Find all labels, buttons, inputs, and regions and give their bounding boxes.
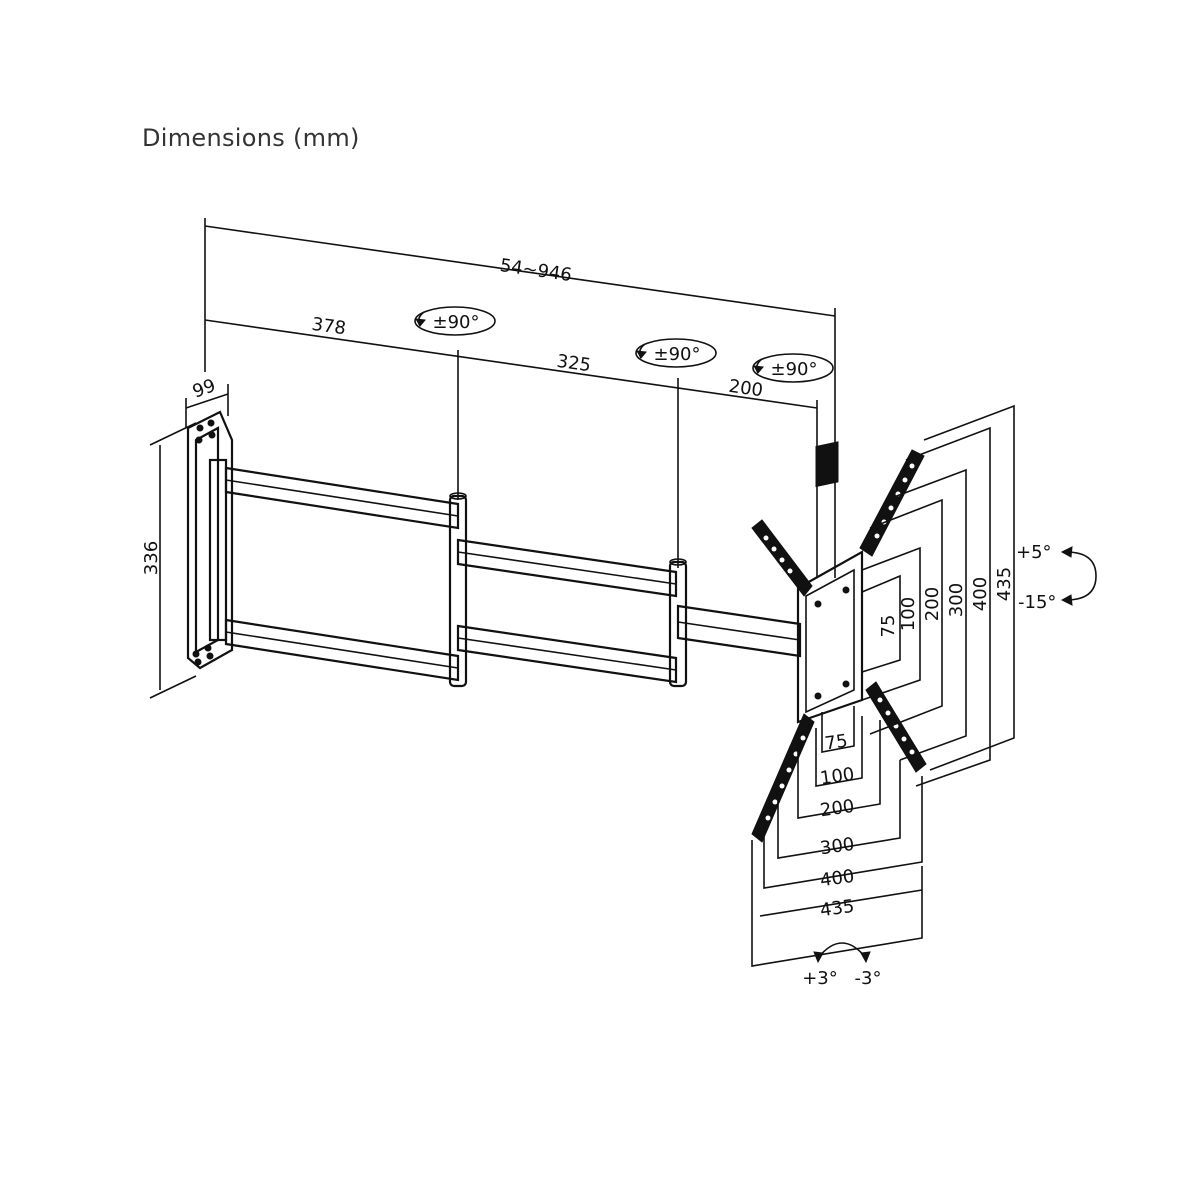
arm-segment-1 bbox=[224, 466, 460, 682]
vesa-vertical-dimensions: 75 100 200 300 400 435 bbox=[861, 404, 1015, 787]
vesa-h-75: 75 bbox=[823, 731, 849, 755]
rotation-marker-1: ±90° bbox=[414, 306, 496, 336]
tilt-indicator: +5° -15° bbox=[1016, 542, 1097, 613]
elbow-joint-1 bbox=[448, 492, 468, 688]
vesa-h-435: 435 bbox=[819, 896, 856, 922]
vesa-h-200: 200 bbox=[819, 796, 856, 822]
tilt-down-label: -15° bbox=[1018, 592, 1056, 613]
elbow-joint-2 bbox=[668, 558, 688, 688]
rotation-label-2: ±90° bbox=[654, 344, 701, 365]
vesa-h-100: 100 bbox=[819, 764, 856, 790]
vesa-v-300: 300 bbox=[946, 583, 967, 617]
wall-plate bbox=[186, 410, 234, 670]
vesa-h-300: 300 bbox=[819, 834, 856, 860]
vesa-v-435: 435 bbox=[994, 567, 1015, 601]
arm-segment-dimensions: 378 325 200 bbox=[204, 314, 818, 578]
arm-segment-2-label: 325 bbox=[555, 351, 592, 377]
vesa-v-200: 200 bbox=[922, 587, 943, 621]
arm-segment-1-label: 378 bbox=[310, 314, 347, 340]
rotation-marker-2: ±90° bbox=[635, 338, 717, 368]
wall-plate-height-label: 336 bbox=[141, 541, 162, 575]
page-title: Dimensions (mm) bbox=[142, 124, 360, 152]
vesa-horizontal-dimensions: 75 100 200 300 400 435 bbox=[751, 706, 923, 967]
total-extension-label: 54~946 bbox=[498, 255, 573, 286]
arm-segment-3 bbox=[676, 604, 802, 658]
bracket-slots-lower-right bbox=[877, 697, 915, 755]
wall-plate-dimensions: 99 336 bbox=[141, 375, 229, 699]
vesa-bracket bbox=[751, 441, 927, 843]
level-indicator: +3° -3° bbox=[802, 942, 882, 989]
vesa-v-400: 400 bbox=[970, 577, 991, 611]
level-minus-label: -3° bbox=[855, 968, 882, 989]
bracket-slots-upper-left bbox=[763, 535, 793, 574]
vesa-v-100: 100 bbox=[898, 597, 919, 631]
level-plus-label: +3° bbox=[802, 968, 838, 989]
vesa-h-400: 400 bbox=[819, 866, 856, 892]
rotation-label-3: ±90° bbox=[771, 359, 818, 380]
tilt-up-label: +5° bbox=[1016, 542, 1052, 563]
vesa-v-75: 75 bbox=[878, 615, 899, 638]
arm-segment-3-label: 200 bbox=[727, 376, 764, 402]
rotation-marker-3: ±90° bbox=[752, 353, 834, 383]
rotation-label-1: ±90° bbox=[433, 312, 480, 333]
arm-segment-2 bbox=[456, 538, 678, 684]
